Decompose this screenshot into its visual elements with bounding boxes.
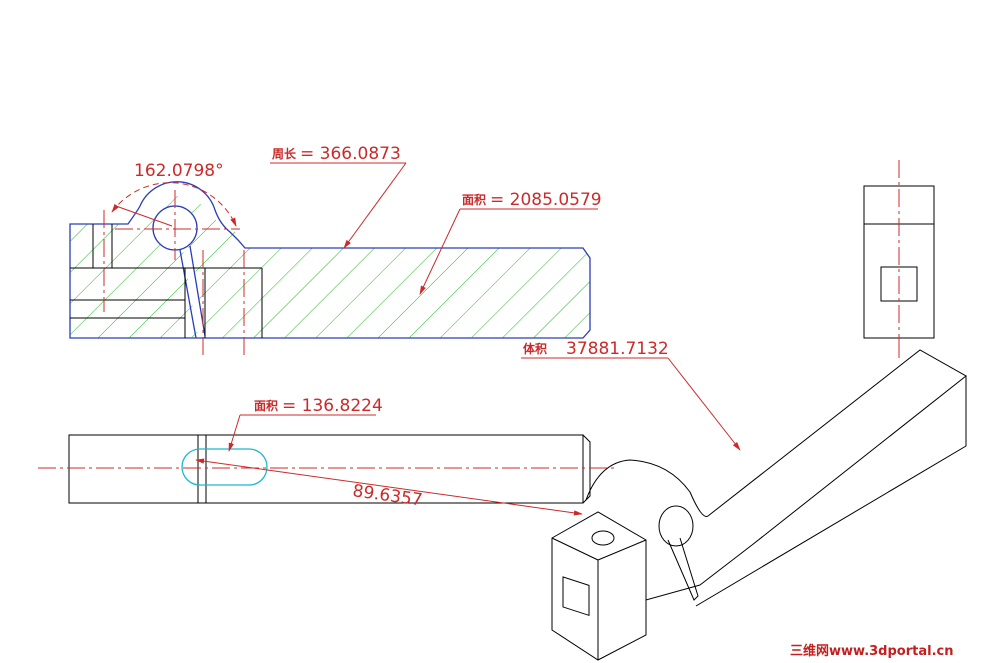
iso-lug-body bbox=[645, 540, 701, 601]
volume-leader bbox=[667, 357, 741, 451]
slit-left-edge bbox=[179, 249, 197, 339]
perimeter-label: 周长 bbox=[272, 146, 297, 161]
volume-label: 体积 bbox=[523, 341, 547, 356]
slot-area-label: 面积 bbox=[254, 398, 278, 413]
distance-dimension-text: 89.6357 bbox=[351, 481, 423, 510]
iso-end-block-top-edge-2 bbox=[597, 539, 647, 561]
perimeter-annotation: 周长 = 366.0873 bbox=[270, 144, 407, 249]
iso-end-block-top-edge-1 bbox=[551, 537, 599, 561]
iso-end-block-front bbox=[551, 511, 647, 661]
front-area-leader bbox=[419, 208, 461, 295]
angle-dimension-arc bbox=[111, 182, 237, 227]
slot-area-leader bbox=[228, 414, 241, 452]
iso-end-small-hole bbox=[591, 530, 615, 546]
iso-arm-front-edge bbox=[699, 544, 753, 586]
isometric-view bbox=[551, 340, 967, 661]
top-slot-outline bbox=[181, 448, 268, 486]
angle-leader bbox=[115, 205, 173, 227]
volume-value: 37881.7132 bbox=[566, 339, 669, 359]
volume-annotation: 体积 37881.7132 bbox=[521, 339, 741, 451]
watermark-text: 三维网www.3dportal.cn bbox=[790, 643, 953, 659]
perimeter-value: = 366.0873 bbox=[300, 144, 401, 164]
front-area-value: = 2085.0579 bbox=[490, 190, 602, 210]
top-view-outline bbox=[68, 434, 584, 504]
iso-arm-right-face bbox=[695, 376, 967, 607]
angle-dimension-text: 162.0798° bbox=[134, 161, 224, 181]
slot-area-value: = 136.8224 bbox=[282, 396, 383, 416]
side-view bbox=[863, 160, 935, 358]
front-section-view: 162.0798° bbox=[69, 161, 591, 356]
iso-lug-profile bbox=[585, 459, 709, 517]
front-area-annotation: 面积 = 2085.0579 bbox=[419, 190, 602, 295]
perimeter-leader bbox=[343, 162, 407, 249]
iso-lug-slit bbox=[667, 537, 699, 601]
distance-dimension-line bbox=[195, 458, 583, 516]
slit-fill bbox=[183, 246, 205, 338]
front-area-label: 面积 bbox=[462, 192, 486, 207]
iso-lug-pin-hole bbox=[658, 505, 694, 547]
slot-area-annotation: 面积 = 136.8224 bbox=[228, 396, 383, 452]
iso-arm-top-face bbox=[707, 349, 967, 546]
iso-end-square-hole bbox=[562, 576, 590, 617]
top-view bbox=[38, 434, 614, 504]
